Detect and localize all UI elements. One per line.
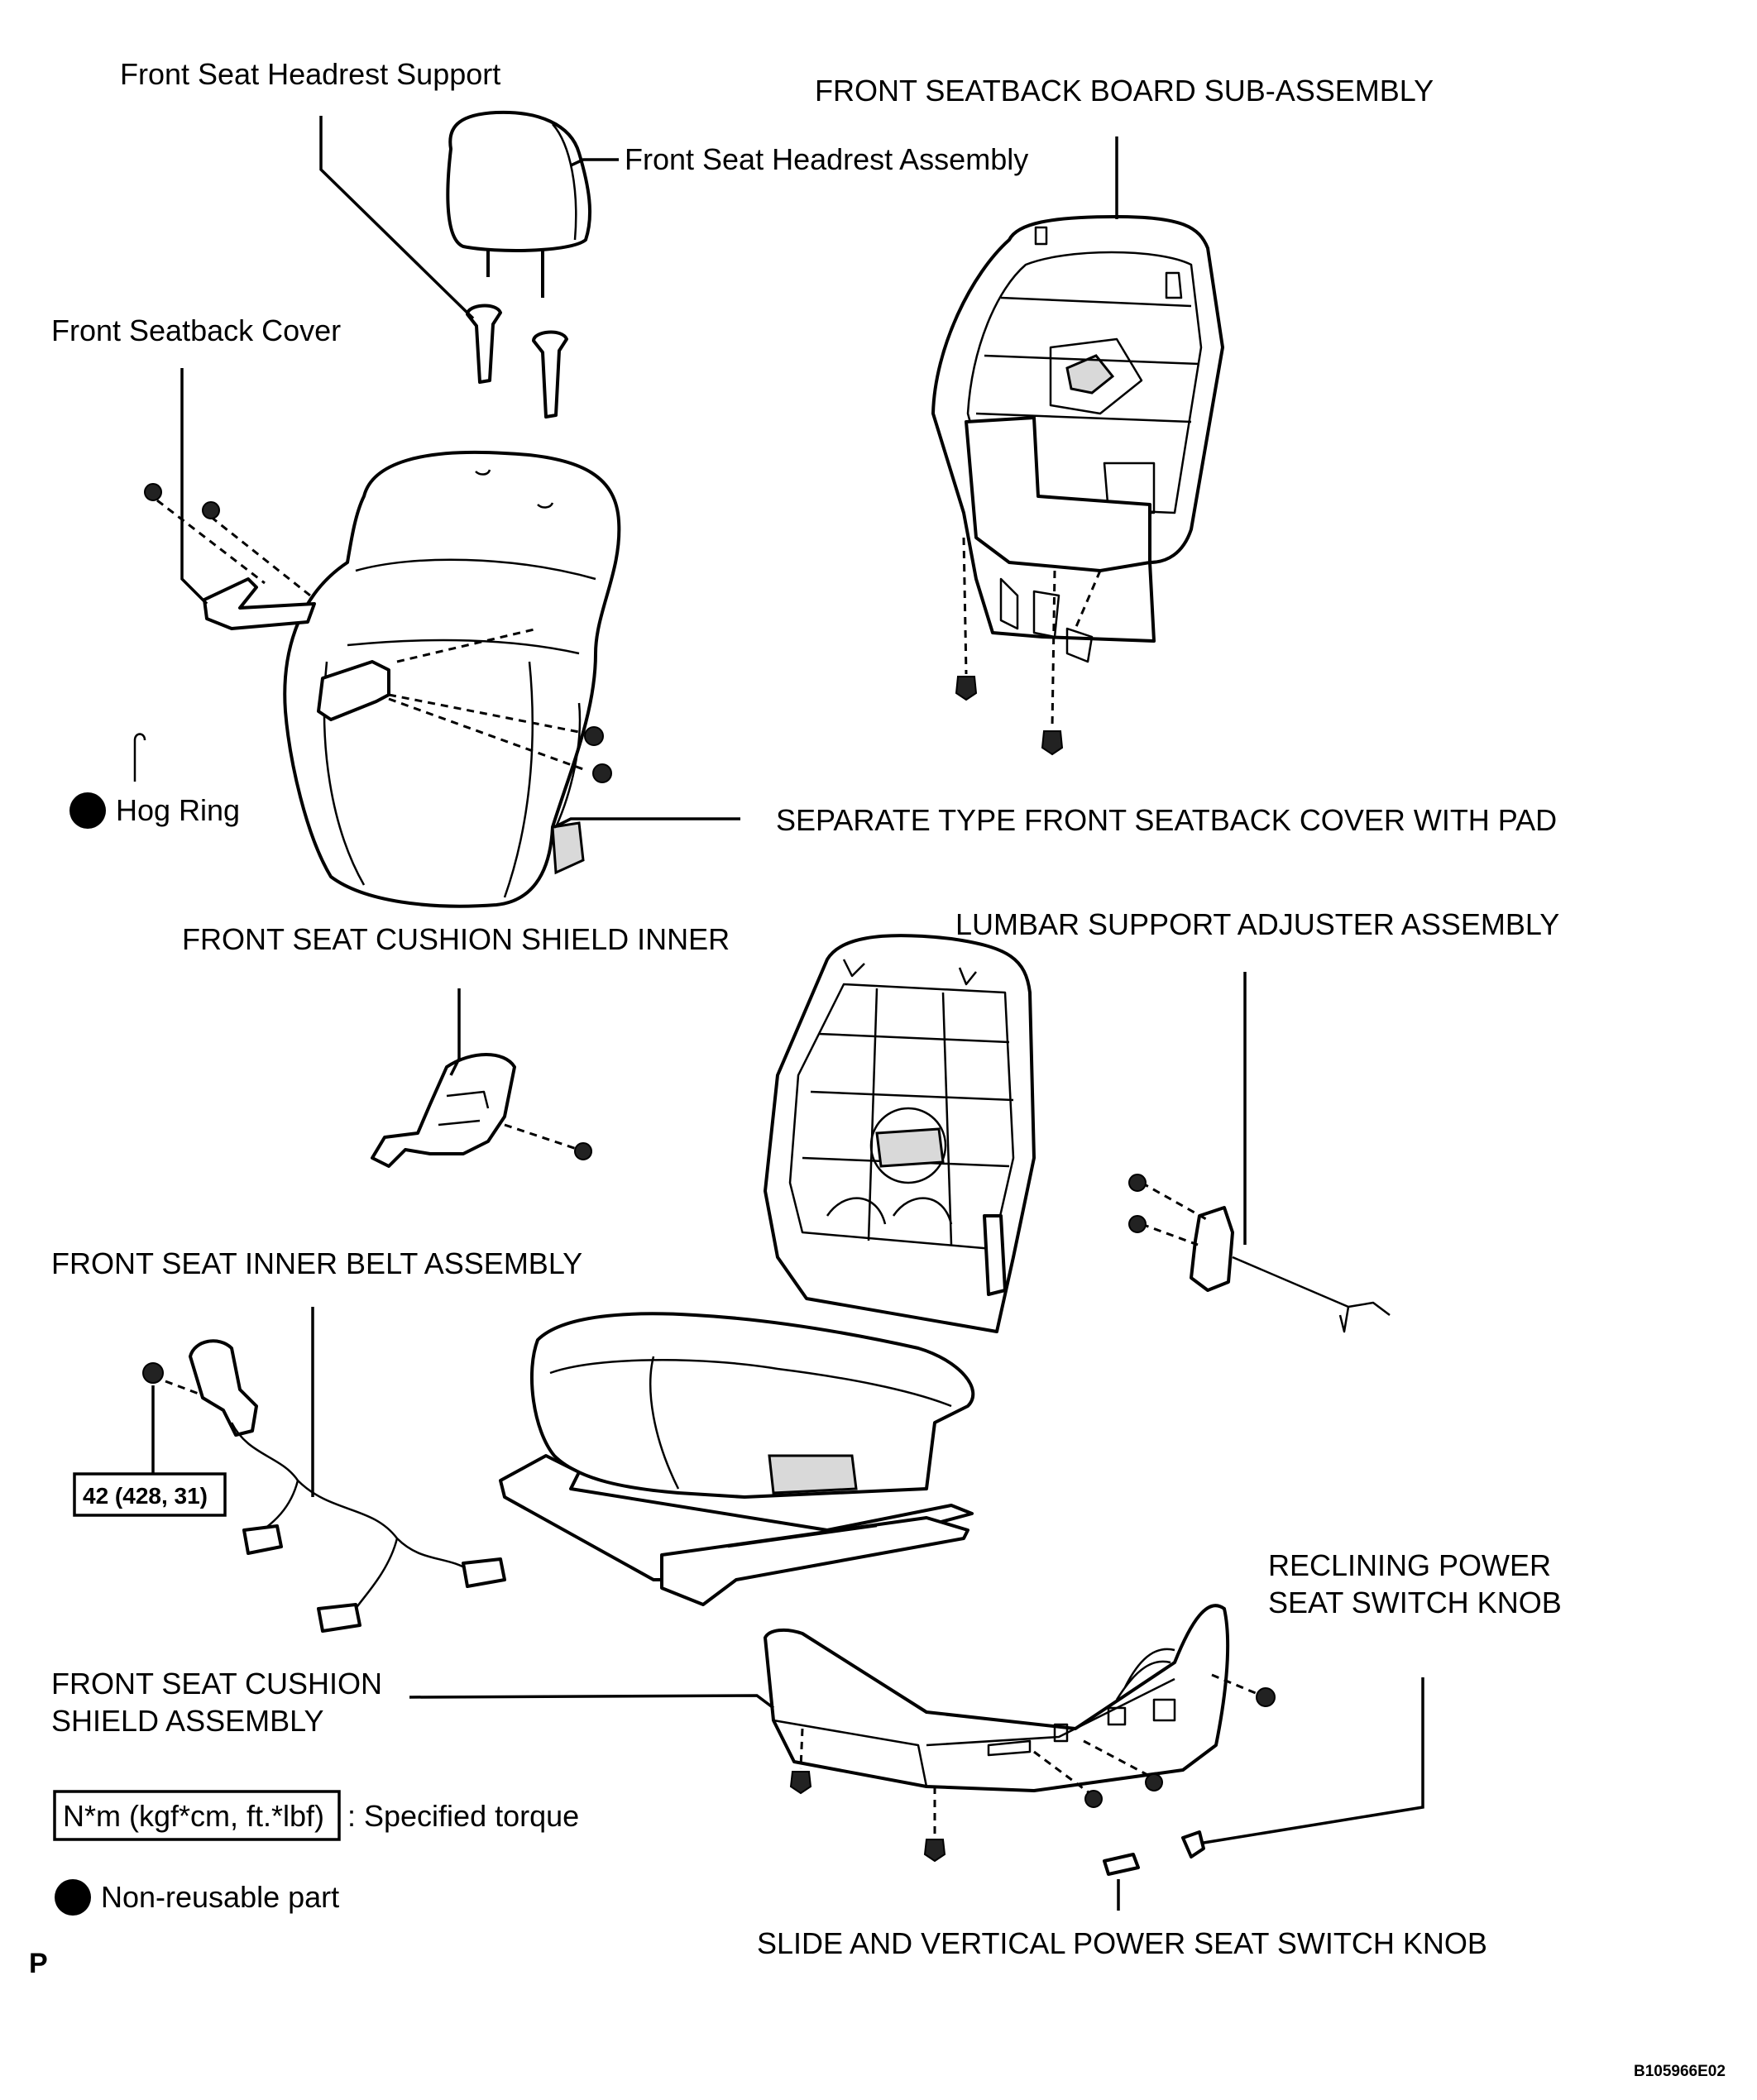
seatback-cover-pad-drawing <box>283 450 621 908</box>
label-lumbar-adjuster: LUMBAR SUPPORT ADJUSTER ASSEMBLY <box>955 907 1559 941</box>
legend-torque-text: : Specified torque <box>347 1799 579 1833</box>
seatback-board-drawing <box>931 215 1224 663</box>
leader-cushion-shield-inner <box>449 988 461 1076</box>
label-separate-cover: SEPARATE TYPE FRONT SEATBACK COVER WITH … <box>776 803 1557 837</box>
seat-rails-drawing <box>499 1454 974 1606</box>
board-clips <box>955 537 1102 756</box>
legend-torque-unit: N*m (kgf*cm, ft.*lbf) <box>63 1799 324 1833</box>
label-slide-vertical-knob: SLIDE AND VERTICAL POWER SEAT SWITCH KNO… <box>757 1926 1487 1960</box>
leader-seatback-cover <box>180 368 208 605</box>
legend-non-reusable: Non-reusable part <box>101 1880 339 1914</box>
label-cushion-shield-2: SHIELD ASSEMBLY <box>51 1704 323 1738</box>
leader-headrest-assembly <box>570 158 619 167</box>
headrest-supports-drawing <box>466 304 568 419</box>
label-cushion-shield-1: FRONT SEAT CUSHION <box>51 1667 382 1701</box>
seat-cushion-drawing <box>529 1312 975 1499</box>
seatback-cover-bracket-drawing <box>203 577 390 721</box>
label-reclining-knob-2: SEAT SWITCH KNOB <box>1268 1586 1562 1619</box>
inner-belt-drawing <box>142 1339 506 1633</box>
headrest-assembly-drawing <box>446 110 592 298</box>
leader-cushion-shield <box>409 1694 775 1710</box>
label-hog-ring: Hog Ring <box>116 793 240 827</box>
legend-torque-box <box>53 1790 341 1841</box>
seat-frame-drawing <box>764 934 1036 1333</box>
label-seatback-cover: Front Seatback Cover <box>51 313 341 347</box>
label-headrest-support: Front Seat Headrest Support <box>120 57 500 91</box>
cushion-shield-drawing <box>764 1604 1276 1863</box>
label-cushion-shield-inner: FRONT SEAT CUSHION SHIELD INNER <box>182 922 730 956</box>
reclining-knob-drawing <box>1181 1830 1205 1858</box>
label-seatback-board: FRONT SEATBACK BOARD SUB-ASSEMBLY <box>815 74 1434 108</box>
corner-mark: P <box>29 1948 48 1979</box>
slide-knob-drawing <box>1103 1853 1140 1876</box>
cushion-shield-inner-drawing <box>371 1053 592 1168</box>
hog-ring-drawing <box>133 733 146 782</box>
cover-screws <box>144 483 612 783</box>
figure-code: B105966E02 <box>1634 2063 1726 2080</box>
leader-headrest-support <box>319 116 475 320</box>
label-inner-belt: FRONT SEAT INNER BELT ASSEMBLY <box>51 1246 582 1280</box>
label-torque-value: 42 (428, 31) <box>83 1483 208 1509</box>
torque-box <box>73 1472 227 1517</box>
legend-non-reusable-bullet <box>55 1879 91 1916</box>
hog-ring-bullet <box>69 792 106 829</box>
label-reclining-knob-1: RECLINING POWER <box>1268 1548 1551 1582</box>
leader-separate-cover <box>553 817 740 829</box>
leader-reclining-knob <box>1203 1677 1424 1844</box>
lumbar-adjuster-drawing <box>1128 1174 1391 1333</box>
label-headrest-assembly: Front Seat Headrest Assembly <box>625 142 1028 176</box>
